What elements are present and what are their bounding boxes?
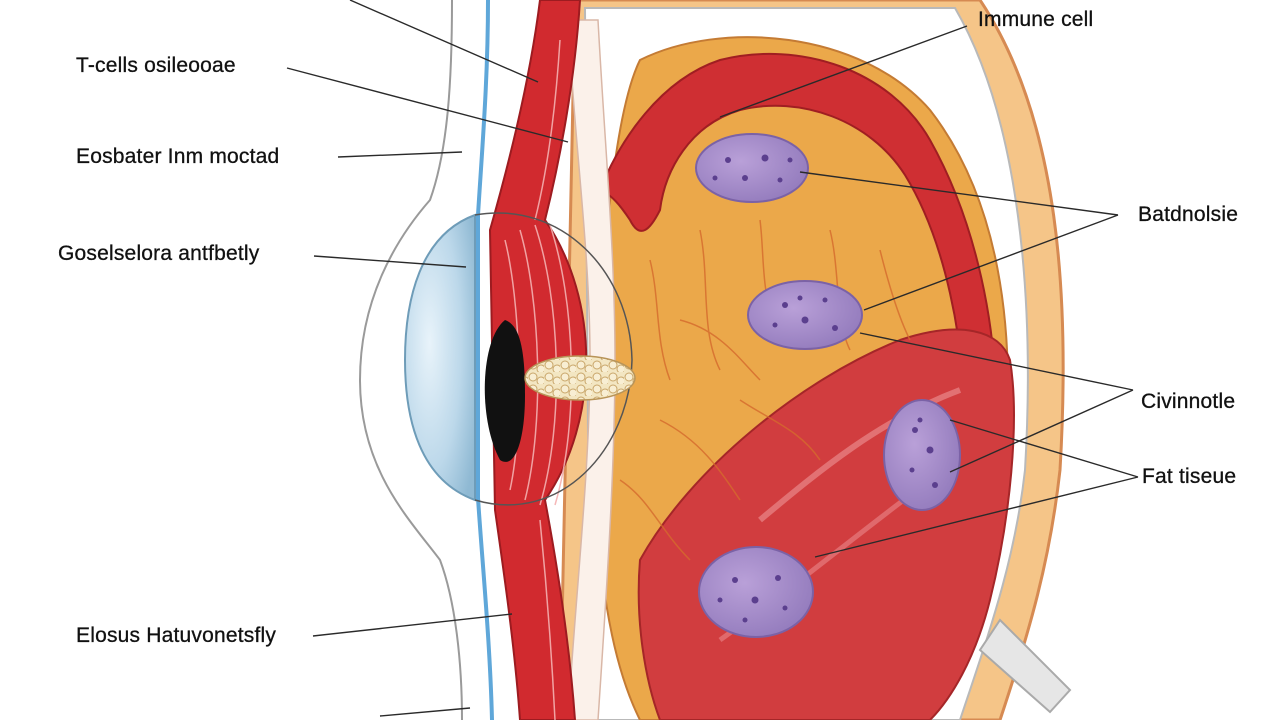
label-batdnolsie: Batdnolsie xyxy=(1138,203,1239,226)
label-t-cells: T-cells osileooae xyxy=(76,54,236,77)
immune-cell xyxy=(883,399,961,511)
pupil xyxy=(484,320,525,462)
lens xyxy=(403,213,476,502)
label-immune-cell: Immune cell xyxy=(978,8,1094,31)
label-civinnotle: Civinnotle xyxy=(1141,390,1236,413)
fatty-pad xyxy=(524,355,636,401)
outer-skin-outline xyxy=(358,0,463,720)
immune-cell xyxy=(747,280,863,350)
lens-outline xyxy=(474,212,633,506)
label-elosus: Elosus Hatuvonetsfly xyxy=(76,624,277,647)
immune-cell xyxy=(698,546,814,638)
blue-membrane xyxy=(476,0,494,720)
label-goselselora: Goselselora antfbetly xyxy=(58,242,260,265)
cell-granules xyxy=(712,154,938,623)
leader-lines xyxy=(286,0,1139,717)
instrument-tip xyxy=(978,618,1072,714)
label-eosbater: Eosbater Inm moctad xyxy=(76,145,280,168)
immune-cell xyxy=(695,133,809,203)
label-fat-tissue: Fat tiseue xyxy=(1142,465,1237,488)
fat-veins xyxy=(619,219,911,561)
